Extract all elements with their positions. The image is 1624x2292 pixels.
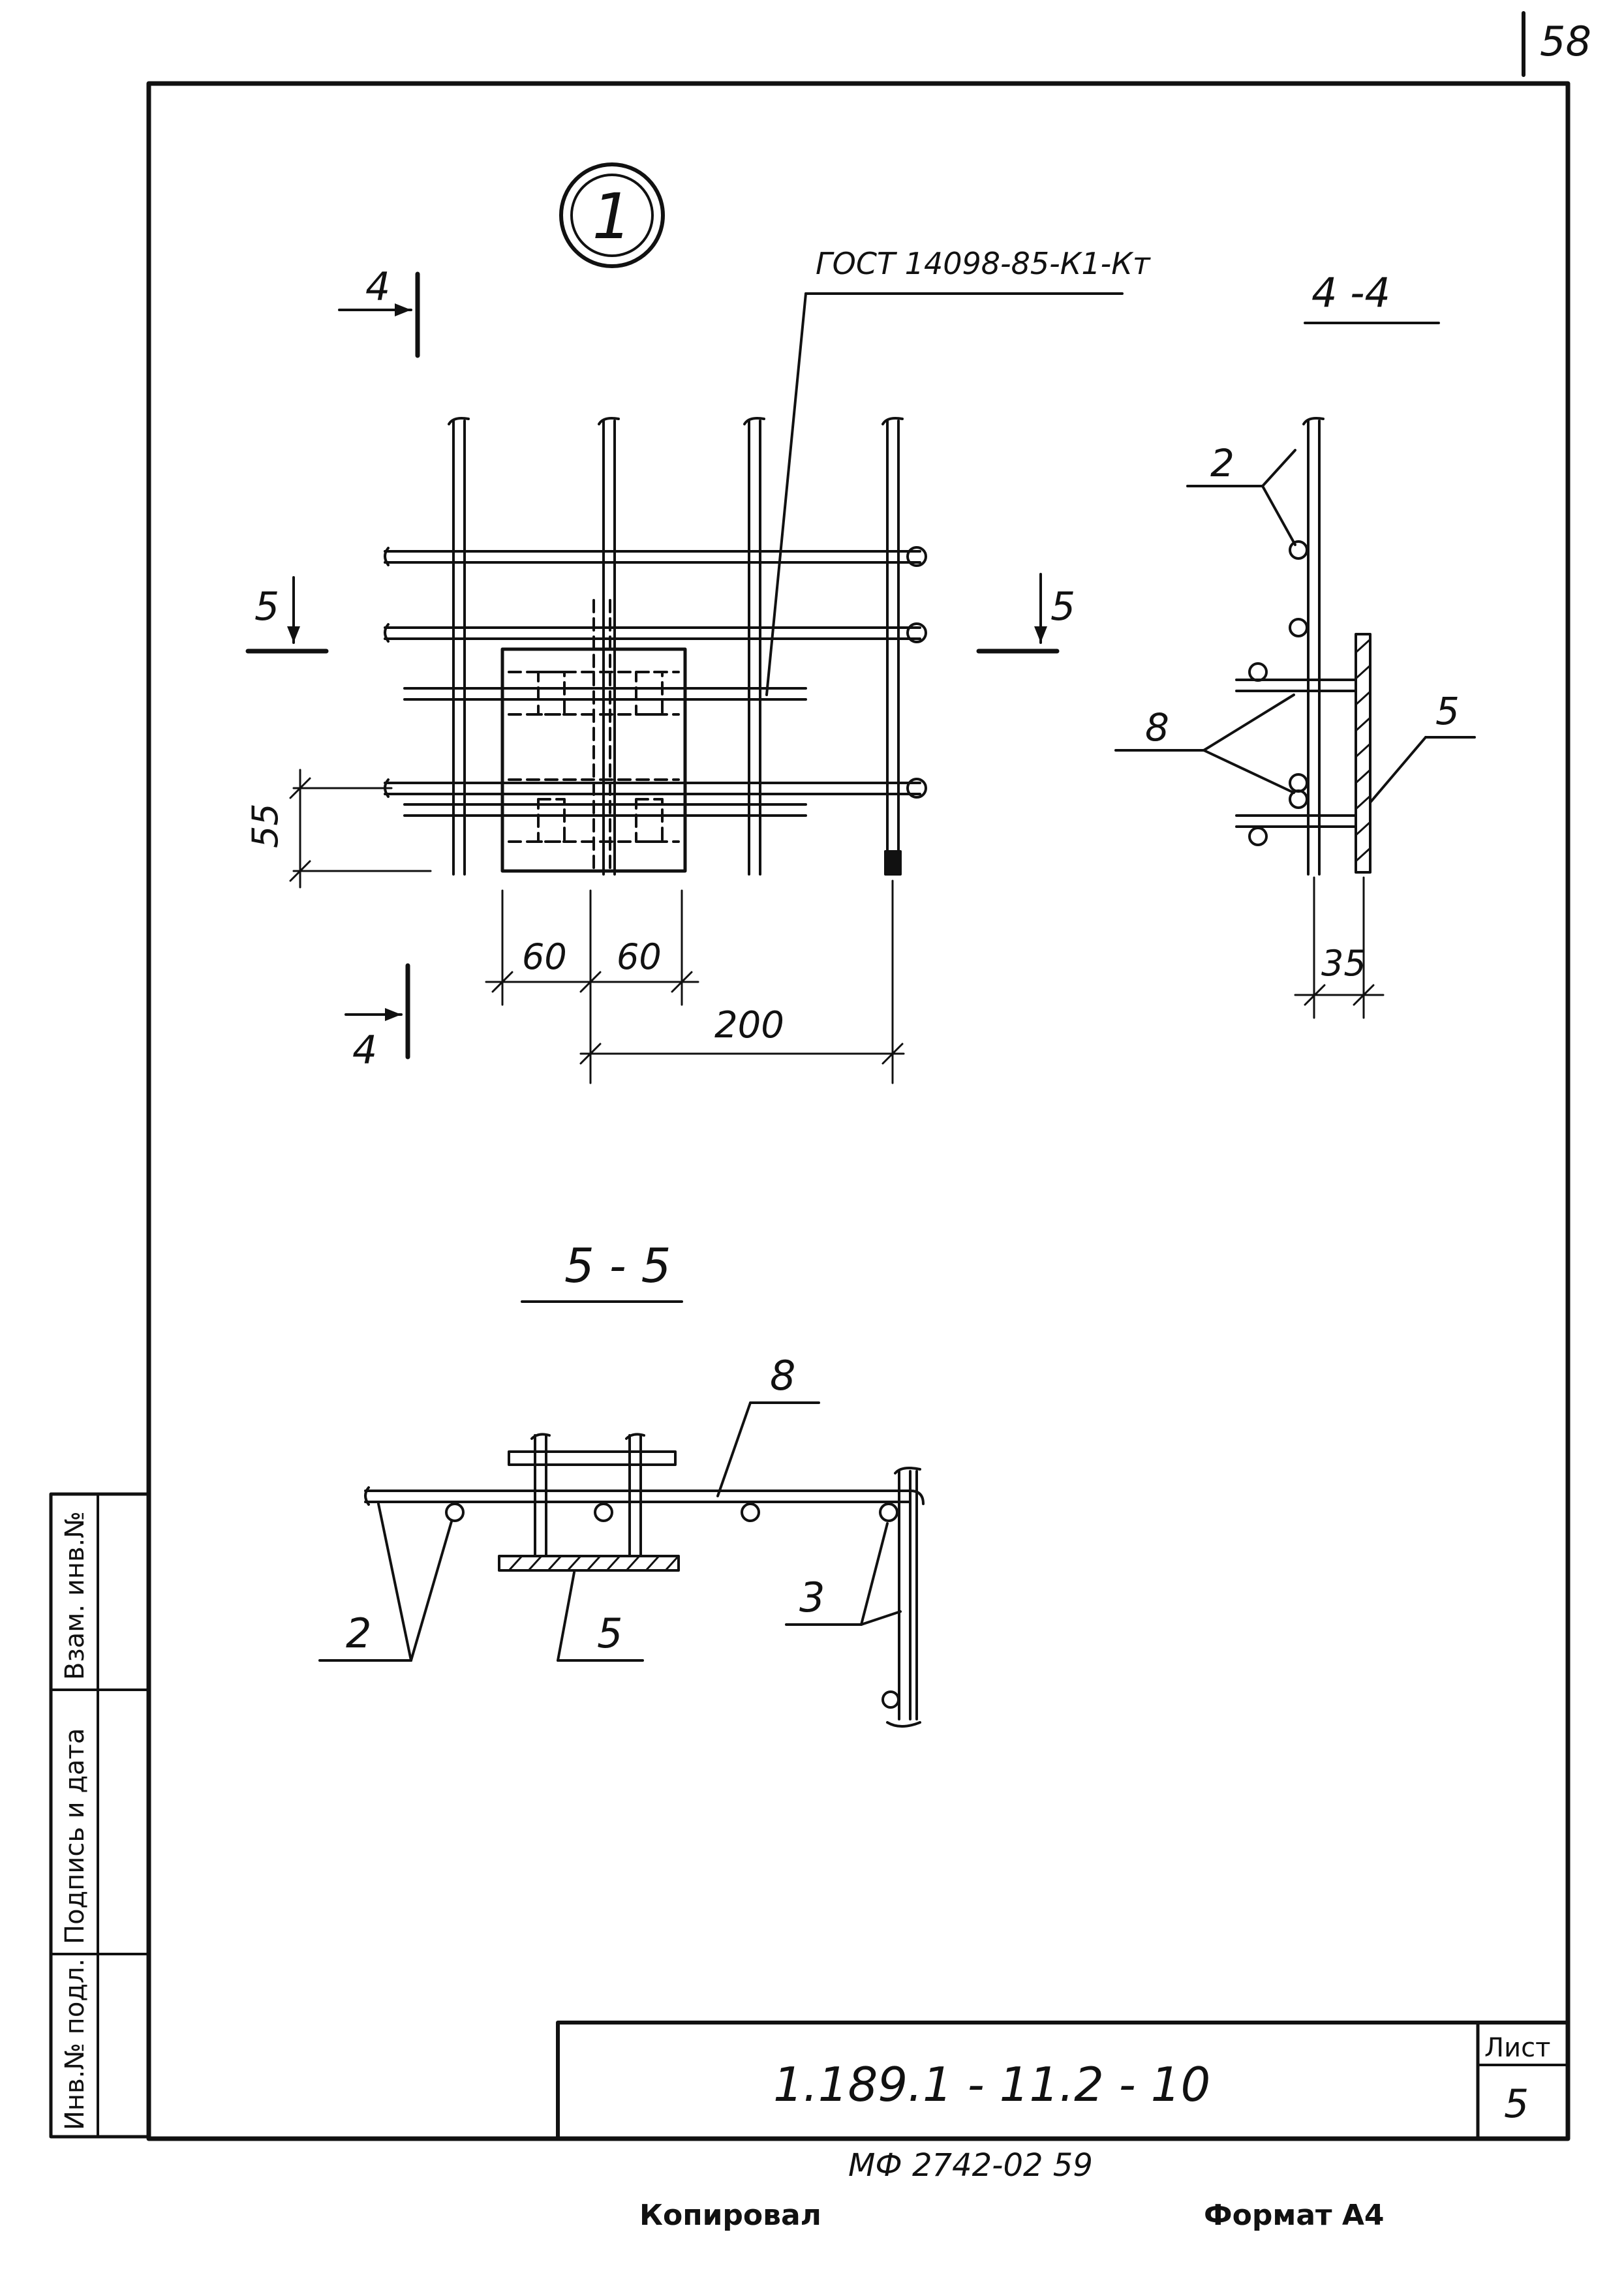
stamp-field-signature-date: Подпись и дата xyxy=(60,1728,90,1944)
side-stamp: Инв.№ подл. Подпись и дата Взам. инв.№ xyxy=(49,1492,151,2139)
dimension-200: 200 xyxy=(714,1004,784,1047)
drawing-frame xyxy=(146,81,1570,2141)
format-label: Формат А4 xyxy=(1204,2199,1385,2232)
section-4-4: 4 -4 xyxy=(1114,269,1476,1019)
section-mark-4-bottom: 4 xyxy=(352,1028,377,1073)
plan-view: 4 4 5 5 55 60 xyxy=(245,264,1075,1084)
stamp-field-original-inventory: Инв.№ подл. xyxy=(60,1959,90,2130)
stamp-field-replacement-inventory: Взам. инв.№ xyxy=(60,1511,90,1680)
title-block: 1.189.1 - 11.2 - 10 Лист 5 xyxy=(556,2021,1570,2141)
section-5-5: 5 - 5 xyxy=(318,1238,925,1728)
section-5-5-leader-2: 2 xyxy=(346,1610,371,1657)
gost-note: ГОСТ 14098-85-К1-Кт xyxy=(816,246,1151,281)
sheet-number: 5 xyxy=(1504,2081,1529,2127)
section-mark-4-top: 4 xyxy=(365,264,390,310)
sheet-label: Лист xyxy=(1484,2033,1550,2063)
section-mark-5-right: 5 xyxy=(1050,584,1075,630)
section-4-4-leader-5: 5 xyxy=(1435,689,1460,733)
document-code: 1.189.1 - 11.2 - 10 xyxy=(773,2057,1210,2112)
detail-number: 1 xyxy=(592,180,632,253)
dimension-60-left: 60 xyxy=(522,936,567,977)
dimension-60-right: 60 xyxy=(617,936,662,977)
section-4-4-title: 4 -4 xyxy=(1311,269,1390,316)
section-4-4-leader-2: 2 xyxy=(1210,441,1234,485)
gost-note-leader xyxy=(765,292,807,696)
page-number: 58 xyxy=(1540,18,1591,65)
copied-label: Копировал xyxy=(639,2199,821,2232)
section-5-5-leader-5: 5 xyxy=(597,1610,622,1657)
section-mark-5-left: 5 xyxy=(254,584,279,630)
archive-code: МФ 2742-02 59 xyxy=(848,2147,1093,2184)
detail-bubble: 1 xyxy=(559,162,665,268)
section-5-5-leader-3: 3 xyxy=(799,1574,825,1621)
dimension-55: 55 xyxy=(245,803,286,848)
section-5-5-title: 5 - 5 xyxy=(564,1238,671,1293)
section-5-5-leader-8: 8 xyxy=(770,1352,795,1399)
section-4-4-leader-8: 8 xyxy=(1145,705,1169,750)
section-4-4-dimension-35: 35 xyxy=(1321,943,1366,984)
